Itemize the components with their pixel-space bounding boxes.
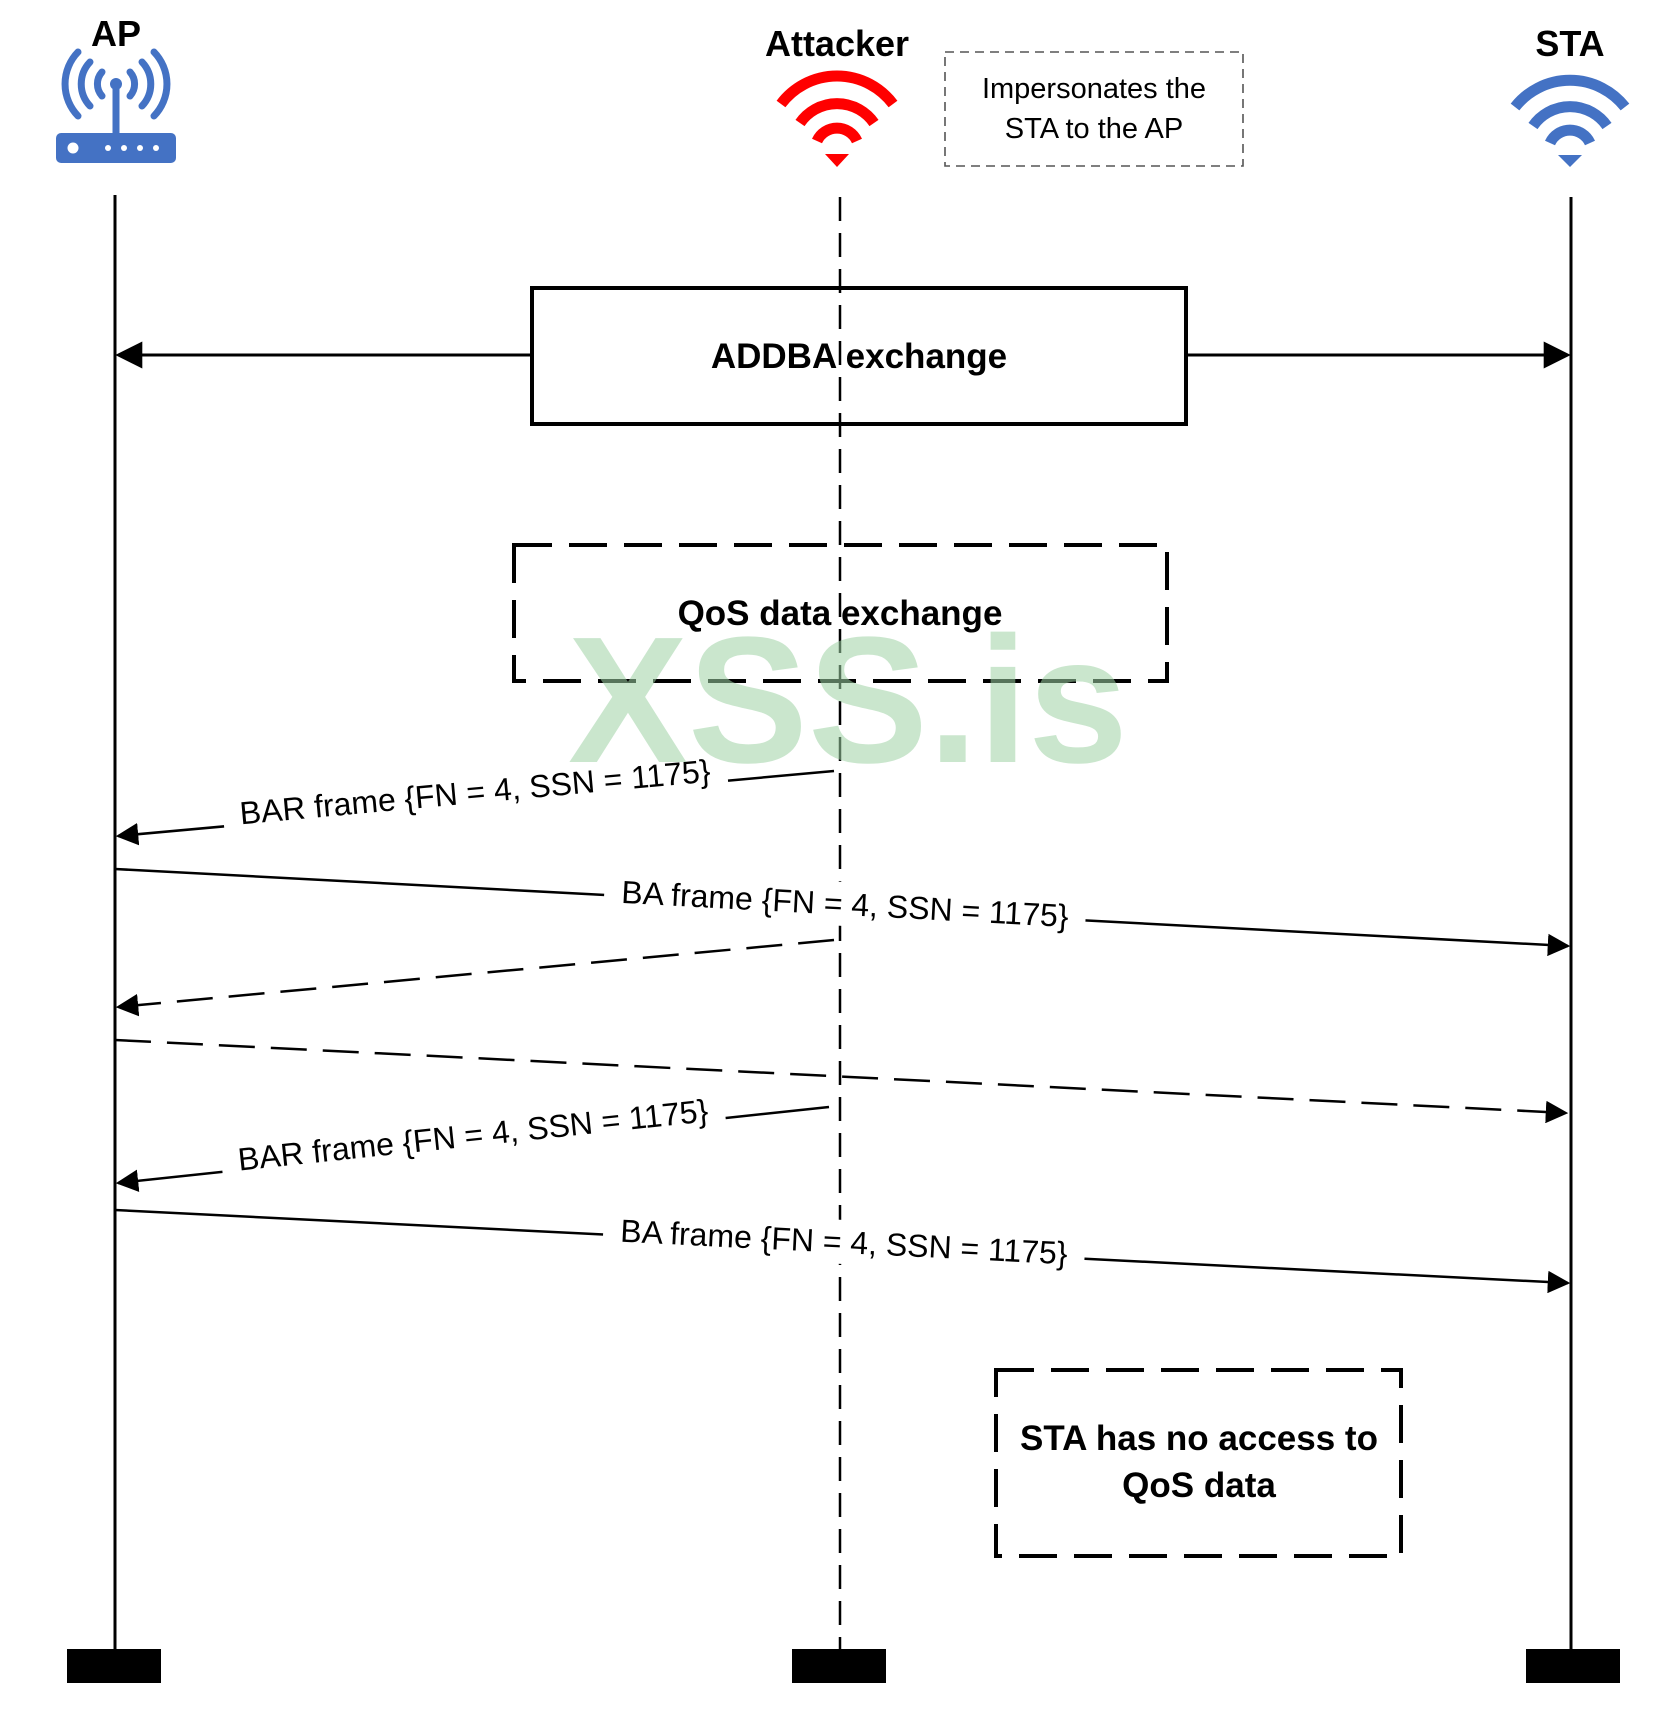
no-access-note-line: QoS data: [1122, 1466, 1276, 1505]
message-ba-dashed: [114, 1038, 1569, 1124]
sta-label: STA: [1535, 23, 1604, 64]
message-bar-2: BAR frame {FN = 4, SSN = 1175}: [115, 1086, 830, 1193]
addba-exchange-box: [530, 286, 1188, 426]
ap-label: AP: [91, 13, 141, 54]
addba-exchange-label: ADDBA exchange: [711, 337, 1007, 376]
message-label: BAR frame {FN = 4, SSN = 1175}: [236, 1092, 710, 1177]
attacker-label: Attacker: [765, 23, 909, 64]
watermark-text: XSS.is: [568, 600, 1128, 801]
impersonation-note-line: STA to the AP: [1005, 113, 1183, 145]
sta-lifeline-end: [1526, 1649, 1620, 1683]
message-ba-1: BA frame {FN = 4, SSN = 1175}: [114, 867, 1571, 957]
message-ba-2: BA frame {FN = 4, SSN = 1175}: [114, 1207, 1571, 1294]
message-bar-dashed: [115, 938, 835, 1017]
impersonation-note-line: Impersonates the: [982, 73, 1206, 105]
no-access-note: [994, 1368, 1403, 1558]
wifi-icon: [1510, 74, 1630, 167]
router-icon: [56, 48, 176, 163]
wifi-icon: [776, 70, 898, 167]
impersonation-note: [944, 51, 1244, 167]
ap-lifeline-end: [67, 1649, 161, 1683]
no-access-note-line: STA has no access to: [1020, 1419, 1378, 1458]
attacker-lifeline-end: [792, 1649, 886, 1683]
